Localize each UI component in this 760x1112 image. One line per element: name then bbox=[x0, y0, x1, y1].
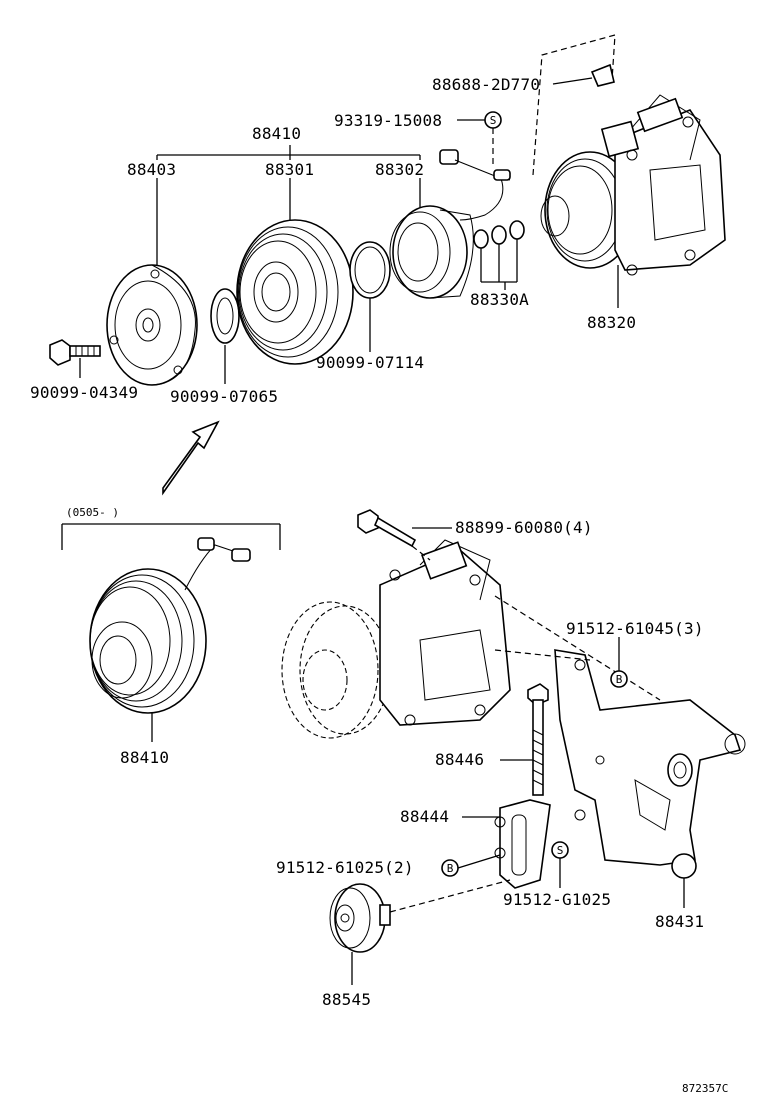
compressor-installed bbox=[379, 539, 511, 726]
symbol-b-2: B bbox=[447, 862, 454, 875]
bracket-date-range bbox=[61, 523, 281, 550]
label-91512-61025: 91512-61025(2) bbox=[276, 858, 414, 877]
clutch-assembly-88410[interactable] bbox=[89, 537, 251, 714]
label-88545: 88545 bbox=[322, 990, 371, 1009]
symbol-s-bottom: S bbox=[557, 844, 564, 857]
label-88444: 88444 bbox=[400, 807, 449, 826]
label-90099-07114: 90099-07114 bbox=[316, 353, 424, 372]
label-date-range: (0505- ) bbox=[66, 506, 119, 519]
bracket-88431[interactable] bbox=[554, 649, 746, 879]
snap-ring-90099-07114[interactable] bbox=[349, 241, 391, 299]
label-93319-15008: 93319-15008 bbox=[334, 111, 442, 130]
label-88410-bottom: 88410 bbox=[120, 748, 169, 767]
coil-wire-connector bbox=[439, 149, 511, 221]
compressor-88320[interactable] bbox=[540, 94, 726, 276]
label-bracket-88688 bbox=[532, 34, 616, 176]
symbol-b-1: B bbox=[616, 673, 623, 686]
bracket-88330A bbox=[480, 239, 518, 290]
group-bracket-88410 bbox=[156, 145, 421, 160]
label-91512-G1025: 91512-G1025 bbox=[503, 890, 611, 909]
label-88688-2D770: 88688-2D770 bbox=[432, 75, 540, 94]
label-88302: 88302 bbox=[375, 160, 424, 179]
ghost-clutch bbox=[281, 601, 391, 739]
diagram-code: 872357C bbox=[682, 1082, 728, 1095]
label-88446: 88446 bbox=[435, 750, 484, 769]
label-88431: 88431 bbox=[655, 912, 704, 931]
label-88301: 88301 bbox=[265, 160, 314, 179]
symbol-s-top: S bbox=[490, 114, 497, 127]
pulley-88301[interactable] bbox=[236, 219, 354, 365]
label-88899-60080: 88899-60080(4) bbox=[455, 518, 593, 537]
label-88320: 88320 bbox=[587, 313, 636, 332]
shim-90099-07065[interactable] bbox=[210, 288, 240, 344]
label-90099-07065: 90099-07065 bbox=[170, 387, 278, 406]
idler-pulley-88545[interactable] bbox=[329, 883, 391, 953]
label-88410-top: 88410 bbox=[252, 124, 301, 143]
label-91512-61045: 91512-61045(3) bbox=[566, 619, 704, 638]
assembly-arrow bbox=[162, 420, 220, 496]
adjusting-bar-88444[interactable] bbox=[494, 799, 551, 889]
label-88403: 88403 bbox=[127, 160, 176, 179]
pressure-plate-88403[interactable] bbox=[106, 264, 198, 386]
label-88330A: 88330A bbox=[470, 290, 529, 309]
bolt-88446[interactable] bbox=[527, 683, 549, 796]
label-90099-04349: 90099-04349 bbox=[30, 383, 138, 402]
bolt-90099-04349[interactable] bbox=[49, 339, 101, 366]
bolt-88899-60080[interactable] bbox=[357, 509, 417, 548]
field-coil-88302[interactable] bbox=[389, 205, 474, 299]
